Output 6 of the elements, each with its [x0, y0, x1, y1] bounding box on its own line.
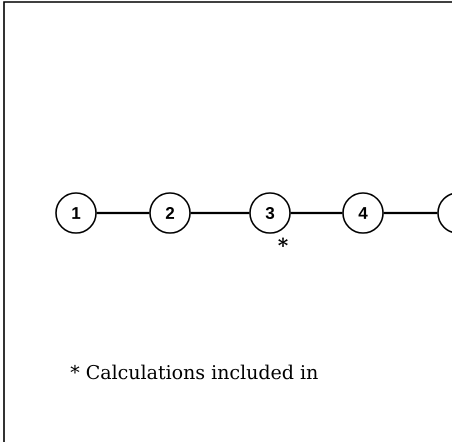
connector-line	[96, 212, 150, 214]
connector-line	[384, 212, 438, 214]
connector-line	[190, 212, 250, 214]
asterisk-mark: *	[278, 238, 288, 247]
footnote-text: * Calculations included in	[70, 364, 318, 380]
connector-line	[290, 212, 342, 214]
